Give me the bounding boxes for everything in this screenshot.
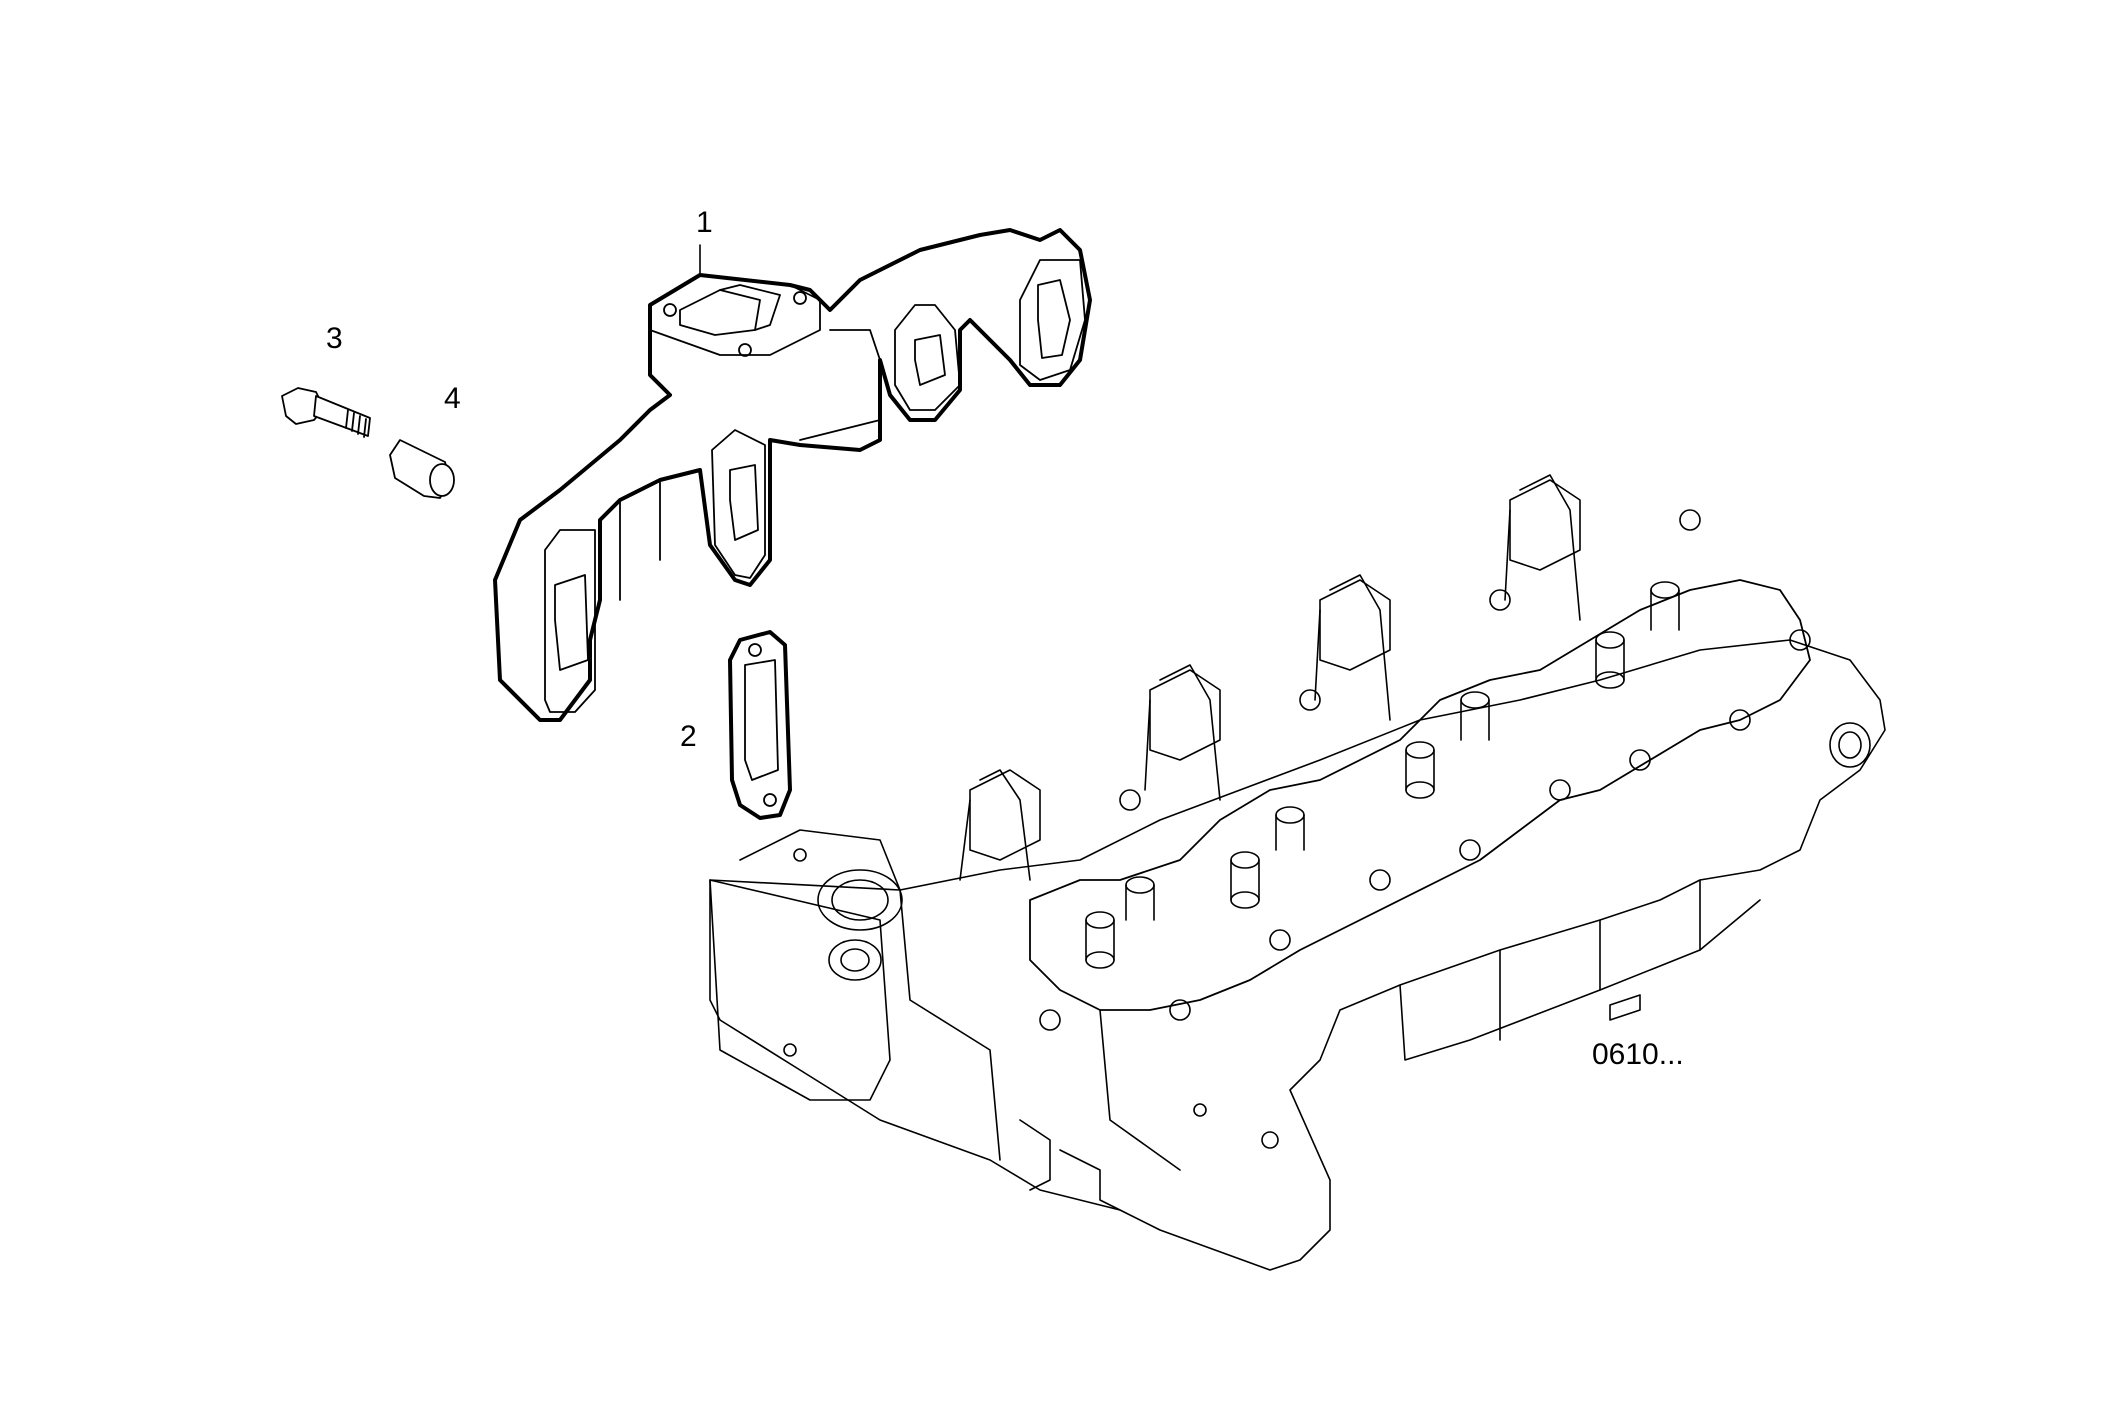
drawing-reference-code: 0610... (1592, 1038, 1684, 1071)
callout-item-2: 2 (680, 720, 697, 753)
valve-bosses (1085, 581, 1680, 969)
cylinder-head (709, 474, 1886, 1271)
manifold-gasket (728, 630, 792, 820)
callout-item-4: 4 (444, 382, 461, 415)
manifold-bolt (281, 387, 371, 438)
exhaust-manifold (493, 228, 1092, 722)
callout-item-3: 3 (326, 322, 343, 355)
callout-item-1: 1 (696, 206, 713, 239)
head-bolt-holes (1039, 509, 1871, 1149)
spacer-sleeve (389, 439, 455, 499)
